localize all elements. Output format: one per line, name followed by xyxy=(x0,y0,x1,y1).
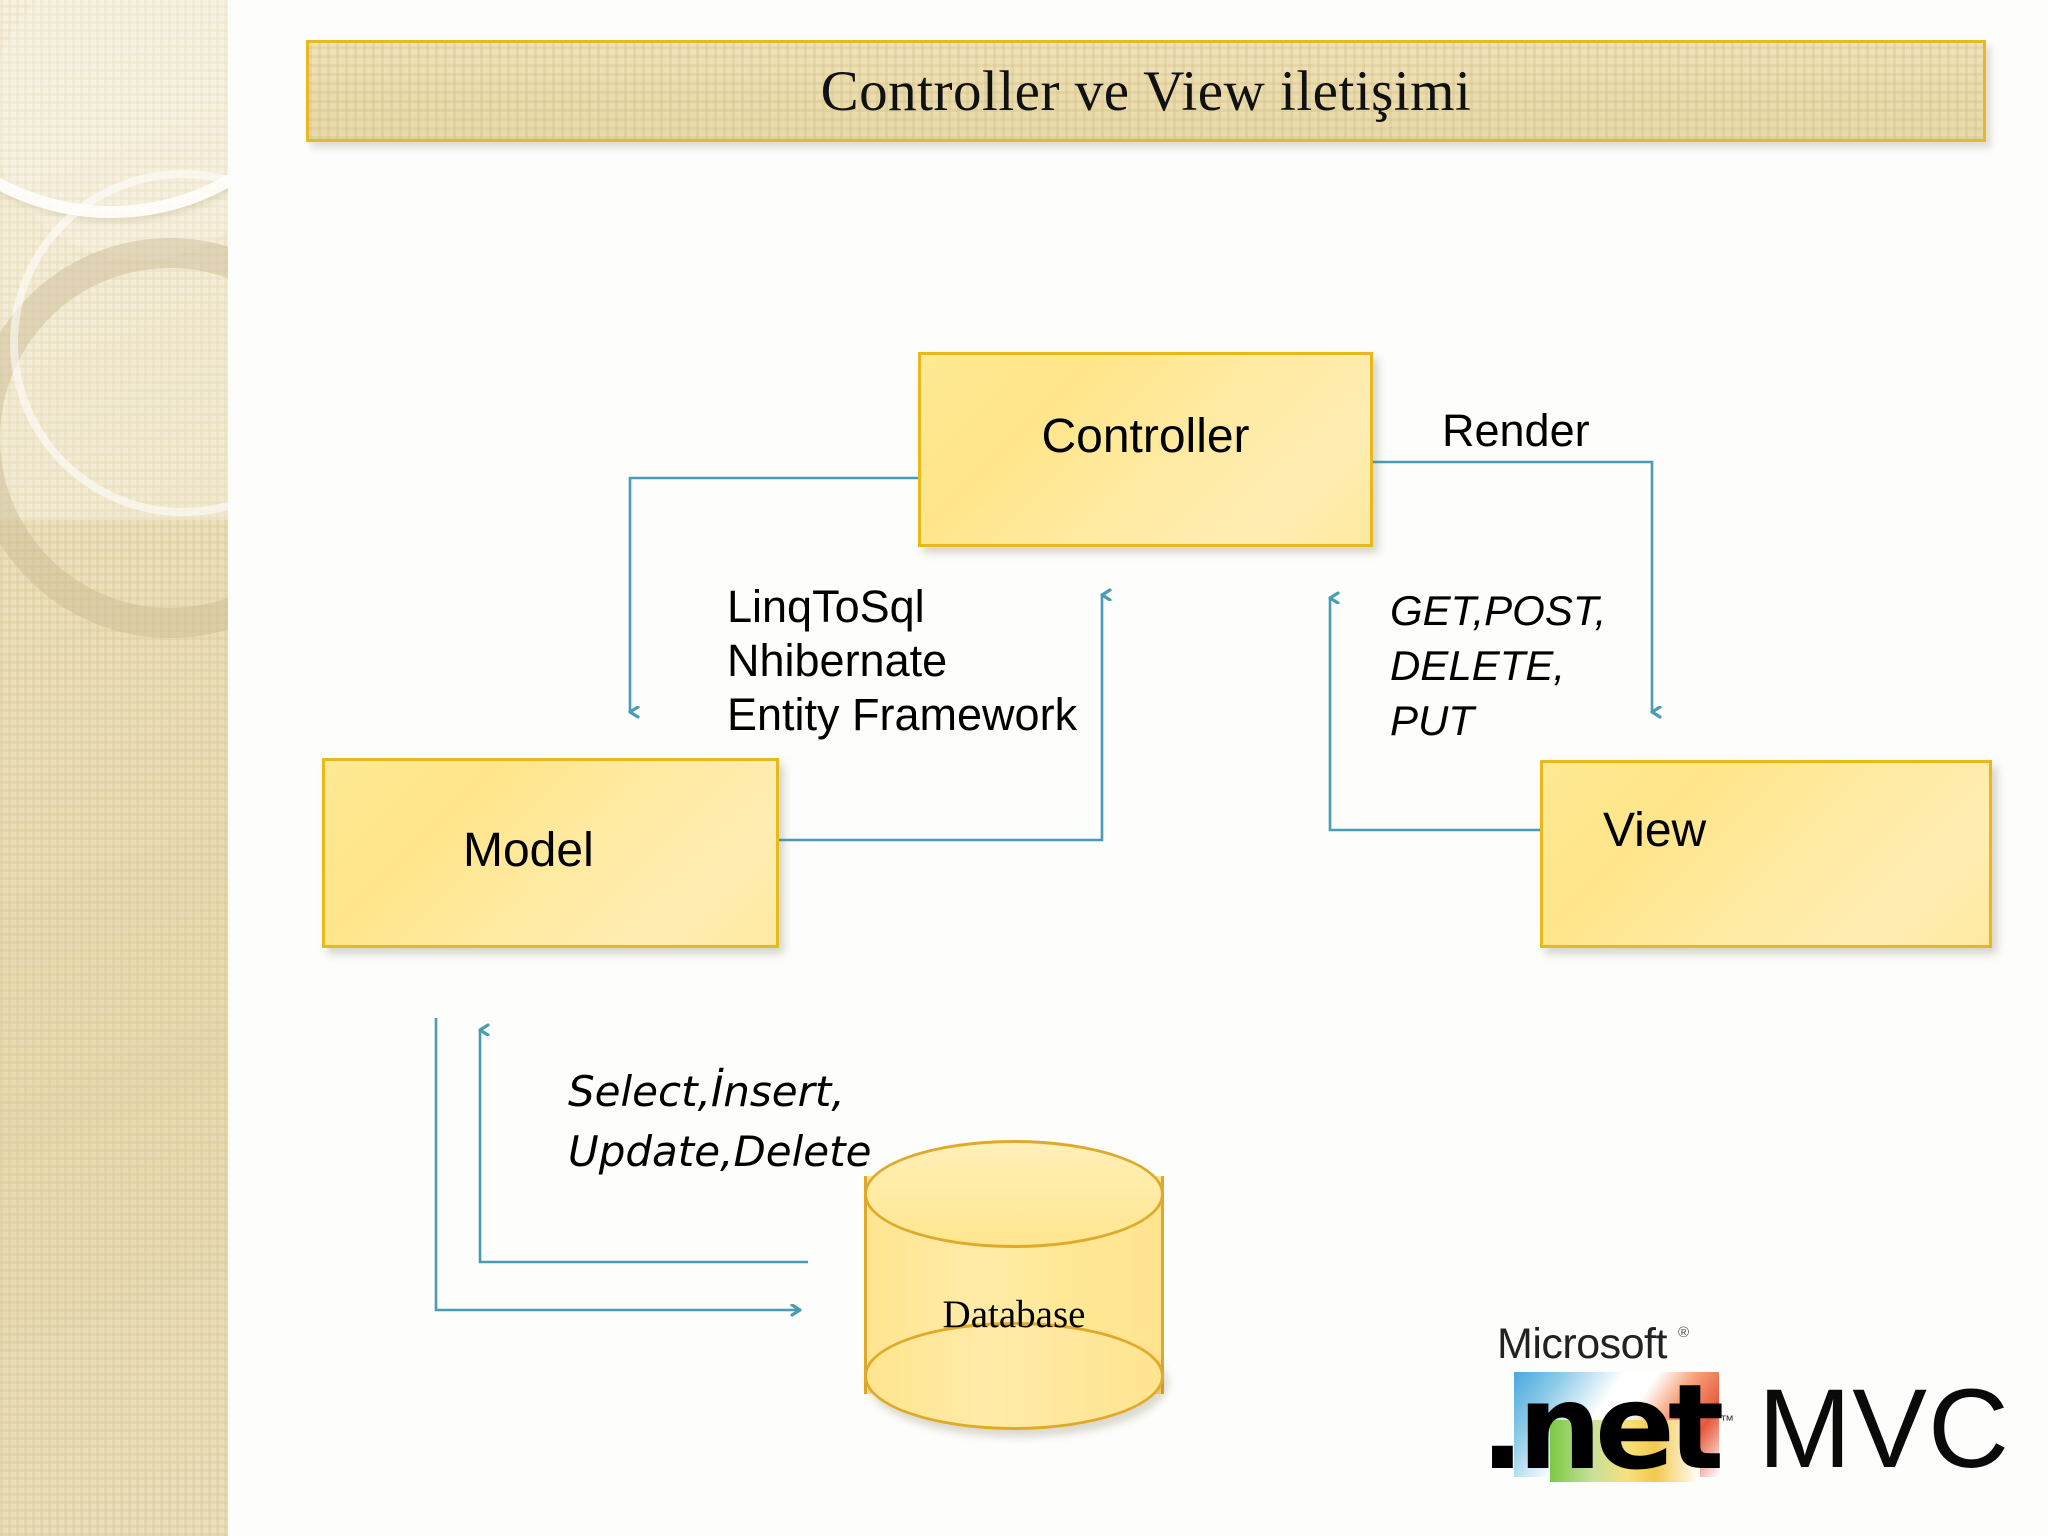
annotation-http-verbs: GET,POST, DELETE, PUT xyxy=(1390,587,1607,744)
slide-sidebar-decoration xyxy=(0,0,228,1536)
diagram-box-model-label: Model xyxy=(463,824,594,877)
diagram-box-view[interactable]: View xyxy=(1540,760,1992,948)
logo-registered-mark: ® xyxy=(1678,1324,1690,1341)
annotation-crud-operations: Select,İnsert, Update,Delete xyxy=(568,1067,872,1176)
diagram-box-model[interactable]: Model xyxy=(322,758,779,948)
diagram-box-view-label: View xyxy=(1603,804,1707,857)
database-cylinder-bottom-ellipse xyxy=(864,1322,1164,1430)
annotation-orm-list: LinqToSql Nhibernate Entity Framework xyxy=(727,581,1078,740)
dotnet-mvc-logo: Microsoft ® .net ™ MVC xyxy=(1480,1320,2009,1505)
logo-color-gradient-bottom xyxy=(1550,1420,1700,1482)
annotation-render: Render xyxy=(1442,405,1590,456)
database-cylinder-top-ellipse xyxy=(864,1140,1164,1248)
slide-title-banner: Controller ve View iletişimi xyxy=(306,40,1986,142)
logo-dotnet-wordmark-wrap: .net ™ xyxy=(1480,1358,1750,1496)
logo-microsoft-wordmark: Microsoft xyxy=(1497,1320,1667,1368)
diagram-database-label: Database xyxy=(942,1293,1086,1336)
diagram-box-controller[interactable]: Controller xyxy=(918,352,1373,547)
page-title: Controller ve View iletişimi xyxy=(820,59,1472,123)
diagram-box-controller-label: Controller xyxy=(1041,410,1250,463)
logo-trademark-mark: ™ xyxy=(1720,1412,1734,1428)
diagram-database-cylinder[interactable]: Database xyxy=(864,1140,1164,1430)
logo-dotnet-text: .net xyxy=(1480,1358,1724,1496)
logo-mvc-text: MVC xyxy=(1758,1366,2010,1491)
